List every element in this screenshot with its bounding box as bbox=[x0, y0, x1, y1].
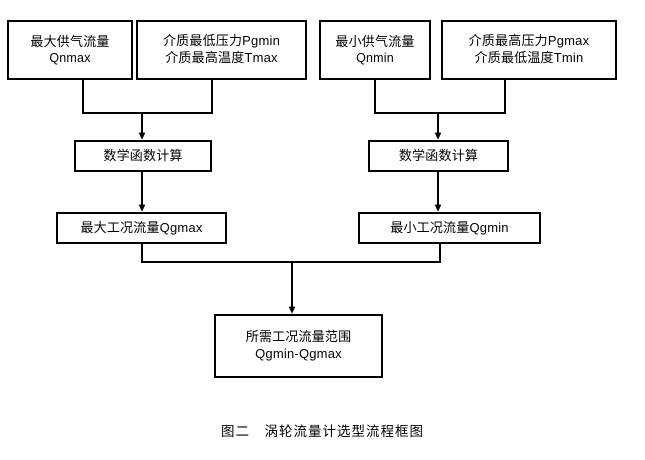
node-qgmax-result-label: 最大工况流量Qgmax bbox=[80, 219, 203, 235]
node-min-supply-flow-line2: Qnmin bbox=[356, 51, 394, 66]
node-math-calc-right[interactable]: 数学函数计算 bbox=[368, 140, 509, 172]
node-medium-max-pressure[interactable]: 介质最高压力Pgmax 介质最低温度Tmin bbox=[441, 20, 617, 80]
node-max-supply-flow-line1: 最大供气流量 bbox=[30, 33, 110, 49]
node-qgmin-result[interactable]: 最小工况流量Qgmin bbox=[358, 212, 541, 244]
node-medium-min-pressure[interactable]: 介质最低压力Pgmin 介质最高温度Tmax bbox=[136, 20, 307, 80]
node-max-supply-flow-line2: Qnmax bbox=[49, 51, 91, 66]
node-medium-min-pressure-line2: 介质最高温度Tmax bbox=[165, 50, 278, 65]
node-qgmin-result-label: 最小工况流量Qgmin bbox=[390, 219, 509, 235]
connector-right-merge bbox=[373, 80, 507, 115]
node-math-calc-right-label: 数学函数计算 bbox=[398, 147, 479, 163]
node-qgmax-result[interactable]: 最大工况流量Qgmax bbox=[56, 212, 227, 244]
node-flow-range-result[interactable]: 所需工况流量范围 Qgmin-Qgmax bbox=[214, 314, 383, 378]
connector-left-merge bbox=[81, 79, 214, 115]
node-math-calc-left[interactable]: 数学函数计算 bbox=[74, 140, 212, 172]
node-medium-max-pressure-line1: 介质最高压力Pgmax bbox=[468, 33, 590, 49]
node-flow-range-result-line2: Qgmin-Qgmax bbox=[255, 346, 342, 361]
node-min-supply-flow[interactable]: 最小供气流量 Qnmin bbox=[319, 20, 431, 80]
node-math-calc-left-label: 数学函数计算 bbox=[103, 147, 183, 163]
node-flow-range-result-line1: 所需工况流量范围 bbox=[245, 329, 352, 345]
node-max-supply-flow[interactable]: 最大供气流量 Qnmax bbox=[7, 20, 133, 80]
figure-caption: 图二 涡轮流量计选型流程框图 bbox=[221, 424, 424, 439]
node-medium-max-pressure-line2: 介质最低温度Tmin bbox=[474, 50, 584, 65]
node-min-supply-flow-line1: 最小供气流量 bbox=[335, 33, 415, 49]
connector-bottom-merge bbox=[140, 244, 442, 264]
node-medium-min-pressure-line1: 介质最低压力Pgmin bbox=[162, 33, 281, 49]
